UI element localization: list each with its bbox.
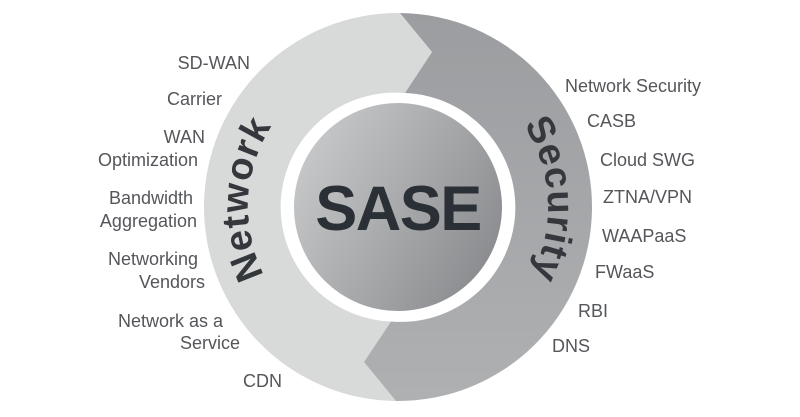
- network-item-label: WAN: [163, 127, 205, 147]
- security-item-label: FWaaS: [595, 262, 655, 282]
- network-item-label: SD-WAN: [177, 53, 250, 73]
- network-item-label: Service: [179, 333, 240, 353]
- network-item-label: Optimization: [97, 150, 198, 170]
- sase-title: SASE: [315, 174, 481, 244]
- network-item-label: Network as a: [117, 311, 223, 331]
- network-item-label: Networking: [107, 249, 198, 269]
- security-item-label: WAAPaaS: [602, 226, 687, 246]
- security-item-label: Network Security: [565, 76, 702, 96]
- network-item-label: Bandwidth: [108, 188, 193, 208]
- network-item-label: Aggregation: [99, 211, 197, 231]
- center-circle: [294, 103, 502, 311]
- network-item-label: CDN: [243, 371, 282, 391]
- security-item-label: CASB: [587, 111, 637, 131]
- security-segment: [364, 13, 593, 402]
- security-item-label: ZTNA/VPN: [603, 187, 693, 207]
- network-item-label: Carrier: [166, 89, 222, 109]
- network-segment: [203, 12, 432, 402]
- security-item-label: RBI: [578, 301, 609, 321]
- network-item-label: Vendors: [138, 272, 205, 292]
- security-item-label: Cloud SWG: [600, 150, 696, 170]
- security-item-label: DNS: [552, 336, 591, 356]
